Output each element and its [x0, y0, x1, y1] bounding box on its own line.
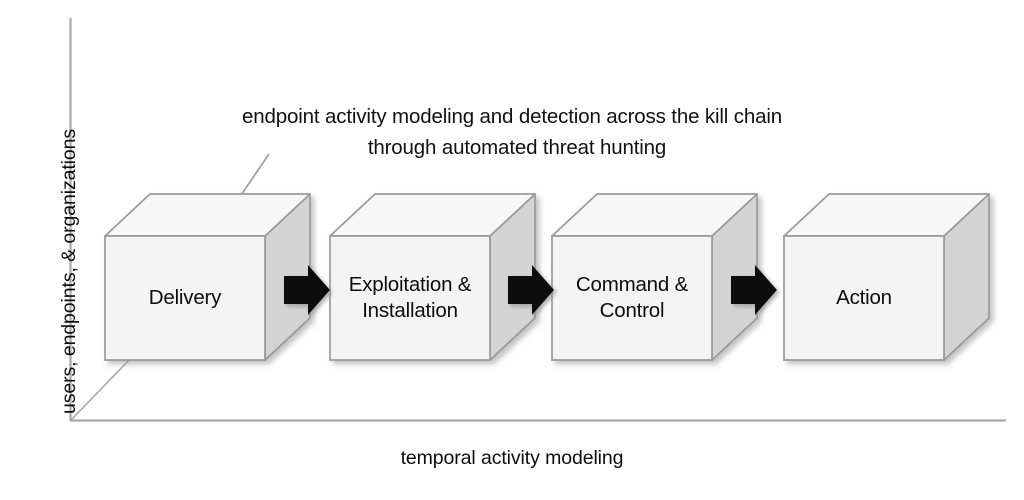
- stage-box-delivery[interactable]: [104, 193, 311, 361]
- arrow-right-icon: [284, 265, 330, 315]
- x-axis-label: temporal activity modeling: [400, 447, 624, 469]
- box-front-face: [104, 235, 266, 361]
- annotation-line-2: through automated threat hunting: [367, 136, 667, 159]
- flow-arrow-2: [508, 265, 554, 315]
- arrow-right-icon: [731, 265, 777, 315]
- stage-box-exploitation-installation[interactable]: [329, 193, 536, 361]
- flow-arrow-1: [284, 265, 330, 315]
- axes-group: [69, 18, 1006, 422]
- flow-arrow-3: [731, 265, 777, 315]
- y-axis-label: users, endpoints, & organizations: [58, 128, 80, 414]
- stage-box-action[interactable]: [783, 193, 990, 361]
- diagram-annotation: endpoint activity modeling and detection…: [0, 101, 1024, 163]
- annotation-line-1: endpoint activity modeling and detection…: [242, 105, 782, 128]
- z-axis-line: [70, 357, 132, 421]
- box-front-face: [783, 235, 945, 361]
- stage-box-command-control[interactable]: [551, 193, 758, 361]
- box-front-face: [551, 235, 713, 361]
- box-front-face: [329, 235, 491, 361]
- arrow-right-icon: [508, 265, 554, 315]
